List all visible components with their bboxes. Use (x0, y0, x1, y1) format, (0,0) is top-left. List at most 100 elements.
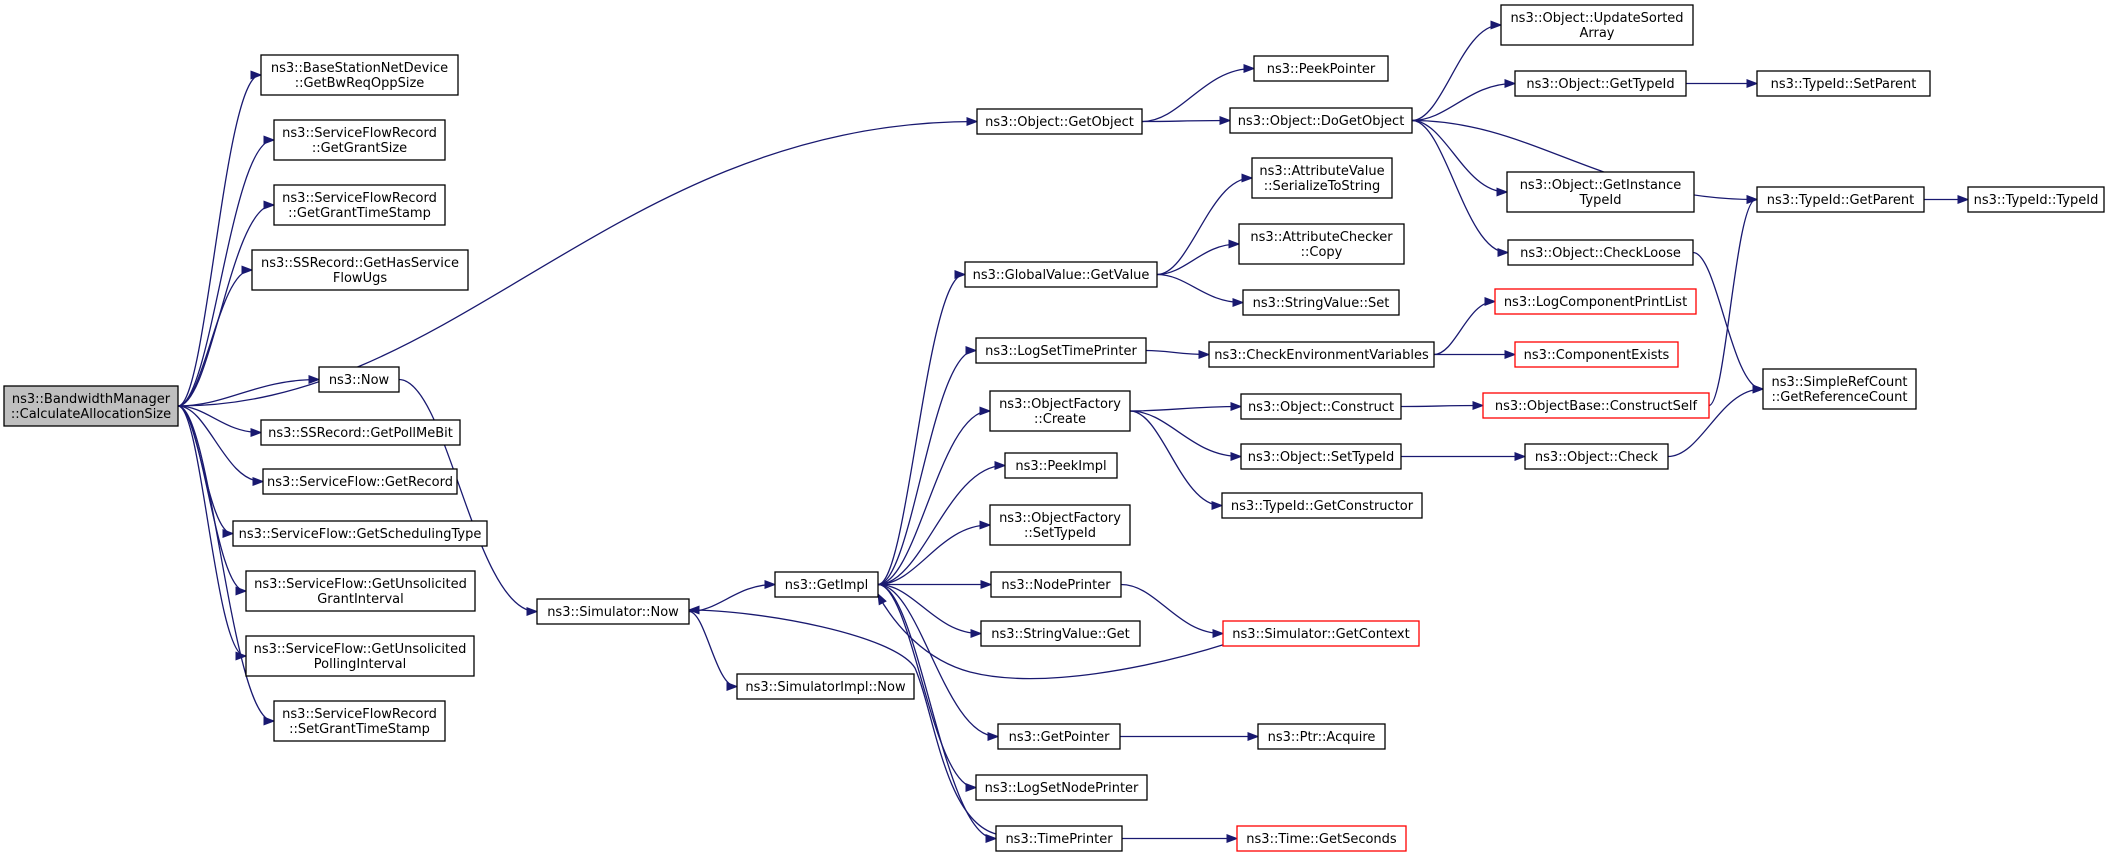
node-label-line: ns3::Now (329, 373, 390, 388)
node-simimpl-now[interactable]: ns3::SimulatorImpl::Now (736, 673, 915, 700)
node-box (1251, 157, 1393, 199)
node-box (1253, 55, 1389, 82)
node-ss-pollme[interactable]: ns3::SSRecord::GetPollMeBit (260, 419, 461, 446)
arrowhead (1226, 833, 1239, 844)
edge-now-to-sim-now (398, 378, 537, 613)
edge-root-to-sfr-setgrantts (177, 405, 274, 722)
node-checkenv[interactable]: ns3::CheckEnvironmentVariables (1208, 341, 1435, 368)
node-av-serialize[interactable]: ns3::AttributeValue::SerializeToString (1251, 157, 1393, 199)
node-logcompprintlist[interactable]: ns3::LogComponentPrintList (1494, 288, 1697, 315)
node-nodeprinter[interactable]: ns3::NodePrinter (990, 571, 1122, 598)
node-typeid-setparent[interactable]: ns3::TypeId::SetParent (1756, 70, 1931, 97)
node-time-getseconds[interactable]: ns3::Time::GetSeconds (1236, 825, 1407, 852)
node-componentexists[interactable]: ns3::ComponentExists (1514, 341, 1679, 368)
node-logsettimeprinter[interactable]: ns3::LogSetTimePrinter (975, 337, 1147, 364)
node-obj-settypeid[interactable]: ns3::Object::SetTypeId (1240, 443, 1402, 470)
node-logsetnodeprinter[interactable]: ns3::LogSetNodePrinter (975, 774, 1148, 801)
node-obj-checkloose[interactable]: ns3::Object::CheckLoose (1507, 239, 1694, 266)
node-sf-unsol-grant[interactable]: ns3::ServiceFlow::GetUnsolicitedGrantInt… (245, 570, 476, 612)
node-sim-getcontext[interactable]: ns3::Simulator::GetContext (1222, 620, 1420, 647)
edge-obj-dogetobject-to-obj-checkloose (1411, 119, 1508, 254)
arrowhead (222, 528, 235, 539)
node-label-line: ns3::LogComponentPrintList (1504, 295, 1687, 310)
node-obj-gettypeid[interactable]: ns3::Object::GetTypeId (1514, 70, 1687, 97)
node-typeid-typeid[interactable]: ns3::TypeId::TypeId (1967, 186, 2105, 213)
node-box (1967, 186, 2105, 213)
node-ac-copy[interactable]: ns3::AttributeChecker::Copy (1238, 223, 1405, 265)
node-typeid-getparent[interactable]: ns3::TypeId::GetParent (1756, 186, 1925, 213)
node-of-settypeid[interactable]: ns3::ObjectFactory::SetTypeId (989, 504, 1131, 546)
node-box (260, 54, 459, 96)
node-sim-now[interactable]: ns3::Simulator::Now (536, 598, 690, 625)
node-sv-set[interactable]: ns3::StringValue::Set (1242, 289, 1400, 316)
edge-nodeprinter-to-sim-getcontext (1120, 583, 1223, 635)
node-obj-dogetobject[interactable]: ns3::Object::DoGetObject (1229, 107, 1413, 134)
node-box (997, 723, 1121, 750)
node-box (1494, 288, 1697, 315)
node-ptr-acquire[interactable]: ns3::Ptr::Acquire (1257, 723, 1386, 750)
edge-root-to-obj-getobject (177, 120, 977, 407)
node-box (1514, 70, 1687, 97)
node-box (1257, 723, 1386, 750)
edge-obj-getobject-to-obj-dogetobject (1141, 119, 1230, 123)
node-box (536, 598, 690, 625)
node-getpointer[interactable]: ns3::GetPointer (997, 723, 1121, 750)
node-getimpl[interactable]: ns3::GetImpl (774, 571, 879, 598)
node-label-line: ns3::LogSetNodePrinter (985, 781, 1139, 796)
node-sv-get[interactable]: ns3::StringValue::Get (980, 620, 1141, 647)
node-sf-getrecord[interactable]: ns3::ServiceFlow::GetRecord (262, 468, 458, 495)
node-sf-getsched[interactable]: ns3::ServiceFlow::GetSchedulingType (232, 520, 488, 547)
node-box (980, 620, 1141, 647)
arrowhead (1514, 451, 1527, 462)
node-peekpointer[interactable]: ns3::PeekPointer (1253, 55, 1389, 82)
node-sfr-getgrantsize[interactable]: ns3::ServiceFlowRecord::GetGrantSize (273, 119, 446, 161)
node-box (245, 570, 476, 612)
node-typeid-getconstructor[interactable]: ns3::TypeId::GetConstructor (1221, 492, 1423, 519)
node-box (318, 366, 400, 393)
arrowhead (979, 520, 992, 530)
node-obj-check[interactable]: ns3::Object::Check (1524, 443, 1669, 470)
node-box (1507, 239, 1694, 266)
arrowhead (241, 265, 254, 275)
node-sfr-getgrantts[interactable]: ns3::ServiceFlowRecord::GetGrantTimeStam… (273, 184, 446, 226)
node-label-line: ns3::ObjectFactory (999, 511, 1121, 526)
node-label-line: ns3::SSRecord::GetPollMeBit (268, 426, 453, 441)
edge-of-create-to-typeid-getconstructor (1129, 410, 1222, 507)
node-box (1762, 368, 1917, 410)
node-ob-constructself[interactable]: ns3::ObjectBase::ConstructSelf (1482, 392, 1710, 419)
node-obj-getobject[interactable]: ns3::Object::GetObject (976, 108, 1143, 135)
arrowhead (1230, 401, 1243, 412)
node-label-line: ns3::Ptr::Acquire (1268, 730, 1376, 745)
node-box (989, 504, 1131, 546)
node-box (990, 571, 1122, 598)
arrowhead (250, 70, 263, 80)
node-label-line: ns3::ServiceFlow::GetUnsolicited (254, 642, 467, 657)
call-edges (177, 20, 1970, 844)
edge-ob-constructself-to-typeid-getparent (1708, 198, 1757, 407)
node-timeprinter[interactable]: ns3::TimePrinter (995, 825, 1123, 852)
node-box (1756, 70, 1931, 97)
node-label-line: ns3::Object::Check (1535, 450, 1659, 465)
node-root[interactable]: ns3::BandwidthManager::CalculateAllocati… (3, 385, 179, 427)
arrowhead (308, 374, 321, 385)
node-label-line: ::GetBwReqOppSize (295, 76, 425, 91)
arrowhead (1484, 296, 1497, 307)
node-sf-unsol-poll[interactable]: ns3::ServiceFlow::GetUnsolicitedPollingI… (245, 635, 475, 677)
node-label-line: ns3::ComponentExists (1524, 348, 1670, 363)
node-bs-getbwreq[interactable]: ns3::BaseStationNetDevice::GetBwReqOppSi… (260, 54, 459, 96)
arrowhead (1752, 384, 1765, 394)
node-peekimpl[interactable]: ns3::PeekImpl (1004, 452, 1118, 479)
node-box (1482, 392, 1710, 419)
node-src-getrefcount[interactable]: ns3::SimpleRefCount::GetReferenceCount (1762, 368, 1917, 410)
node-of-create[interactable]: ns3::ObjectFactory::Create (989, 390, 1131, 432)
node-sfr-setgrantts[interactable]: ns3::ServiceFlowRecord::SetGrantTimeStam… (273, 700, 446, 742)
node-now[interactable]: ns3::Now (318, 366, 400, 393)
node-gv-getvalue[interactable]: ns3::GlobalValue::GetValue (964, 261, 1158, 288)
node-label-line: ::Copy (1301, 245, 1343, 260)
node-obj-construct[interactable]: ns3::Object::Construct (1240, 393, 1402, 420)
node-label-line: ns3::GetImpl (785, 578, 869, 593)
